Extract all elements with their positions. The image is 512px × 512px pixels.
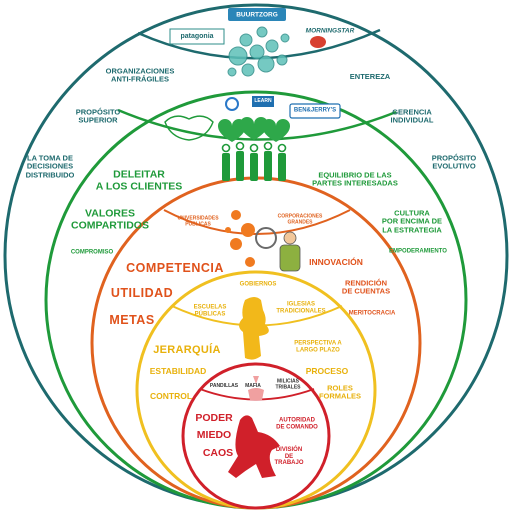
learn-logo bbox=[252, 96, 274, 107]
patagonia-label: patagonia bbox=[180, 33, 214, 41]
label-empoderamiento: EMPODERAMIENTO bbox=[389, 248, 447, 255]
label-proceso: PROCESO bbox=[305, 366, 349, 377]
benjerry-logo bbox=[289, 103, 341, 119]
label-perspectiva: PERSPECTIVA A LARGO PLAZO bbox=[294, 340, 342, 353]
tomato-icon bbox=[310, 36, 326, 48]
buurtzorg-logo bbox=[228, 8, 286, 21]
label-utilidad: UTILIDAD bbox=[110, 286, 174, 300]
label-gerencia: GERENCIA INDIVIDUAL bbox=[390, 107, 434, 125]
warrior-silhouette bbox=[228, 415, 280, 478]
label-control: CONTROL bbox=[149, 391, 193, 402]
label-estabilidad: ESTABILIDAD bbox=[149, 366, 207, 377]
green-segment-line bbox=[117, 108, 397, 141]
label-milicias: MILICIAS TRIBALES bbox=[275, 378, 301, 390]
label-poder: PODER bbox=[195, 412, 233, 425]
green-team-illustration bbox=[218, 117, 290, 181]
label-corporaciones: CORPORACIONES GRANDES bbox=[277, 213, 323, 225]
label-meritocracia: MERITOCRACIA bbox=[348, 310, 396, 317]
businessman-illustration bbox=[279, 231, 301, 272]
circle-logo bbox=[225, 97, 239, 111]
monarch-silhouette bbox=[239, 297, 269, 360]
tribal-figure bbox=[248, 376, 264, 400]
label-compromiso: COMPROMISO bbox=[70, 249, 114, 256]
morningstar-label: MORNINGSTAR bbox=[305, 27, 355, 35]
label-proposito-evolutivo: PROPÓSITO EVOLUTIVO bbox=[431, 153, 477, 171]
label-toma-decisiones: LA TOMA DE DECISIONES DISTRIBUIDO bbox=[25, 153, 75, 180]
label-entereza: ENTEREZA bbox=[349, 71, 391, 81]
label-caos: CAOS bbox=[202, 447, 234, 460]
label-proposito-superior: PROPÓSITO SUPERIOR bbox=[75, 107, 121, 125]
buurtzorg-label: BUURTZORG bbox=[236, 11, 278, 19]
label-miedo: MIEDO bbox=[196, 429, 232, 442]
label-escuelas: ESCUELAS PÚBLICAS bbox=[193, 304, 227, 317]
label-jerarquia: JERARQUÍA bbox=[153, 343, 221, 356]
label-rendicion: RENDICIÓN DE CUENTAS bbox=[341, 278, 391, 296]
label-deleitar: DELEITAR A LOS CLIENTES bbox=[95, 168, 183, 192]
label-pandillas: PANDILLAS bbox=[209, 383, 239, 390]
large-gear-icon bbox=[255, 227, 277, 249]
benjerry-label: BEN&JERRY'S bbox=[293, 107, 337, 114]
label-innovacion: INNOVACIÓN bbox=[309, 257, 363, 268]
label-metas: METAS bbox=[109, 313, 155, 327]
label-roles: ROLES FORMALES bbox=[318, 383, 362, 401]
label-organizaciones: ORGANIZACIONES ANTI-FRÁGILES bbox=[105, 66, 175, 84]
label-gobiernos: GOBIERNOS bbox=[239, 281, 277, 288]
label-universidades: UNIVERSIDADES PÚBLICAS bbox=[177, 215, 219, 227]
gears-illustration bbox=[225, 210, 255, 267]
label-valores: VALORES COMPARTIDOS bbox=[71, 207, 149, 231]
label-iglesias: IGLESIAS TRADICIONALES bbox=[276, 301, 326, 314]
label-mafia: MAFIA bbox=[245, 383, 261, 390]
label-division: DIVISIÓN DE TRABAJO bbox=[274, 446, 304, 467]
patagonia-logo bbox=[169, 28, 225, 45]
label-autoridad: AUTORIDAD DE COMANDO bbox=[276, 417, 318, 430]
learn-label: LEARN bbox=[254, 98, 272, 105]
label-competencia: COMPETENCIA bbox=[126, 261, 224, 275]
label-equilibrio: EQUILIBRIO DE LAS PARTES INTERESADAS bbox=[312, 170, 398, 188]
teal-bubbles-illustration bbox=[227, 26, 290, 77]
label-cultura: CULTURA POR ENCIMA DE LA ESTRATEGIA bbox=[381, 208, 443, 235]
heart-logo bbox=[164, 115, 214, 141]
